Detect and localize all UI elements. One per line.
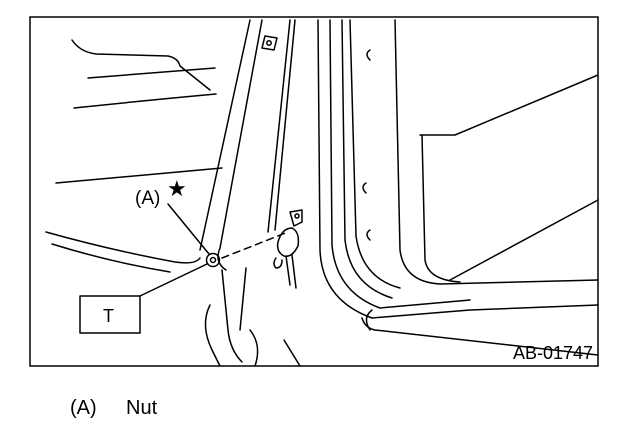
figure-frame	[29, 16, 599, 367]
torque-box-label: T	[103, 306, 114, 326]
legend-text: Nut	[126, 397, 158, 419]
torque-box	[79, 295, 141, 334]
install-dashed-line	[221, 231, 289, 259]
nut-a	[205, 252, 221, 268]
legend: (A) Nut	[70, 397, 157, 420]
legend-key: (A)	[70, 397, 97, 419]
callout-a-leader	[167, 203, 210, 255]
callout-a-label: (A)	[135, 188, 160, 209]
upper-trim-panel	[45, 39, 223, 273]
star-icon: ★	[167, 176, 187, 201]
torque-leader	[139, 263, 208, 297]
sensor-assembly	[273, 209, 303, 289]
center-pillar	[199, 19, 301, 367]
figure-code: AB-01747	[513, 343, 593, 363]
door-opening	[317, 19, 599, 356]
